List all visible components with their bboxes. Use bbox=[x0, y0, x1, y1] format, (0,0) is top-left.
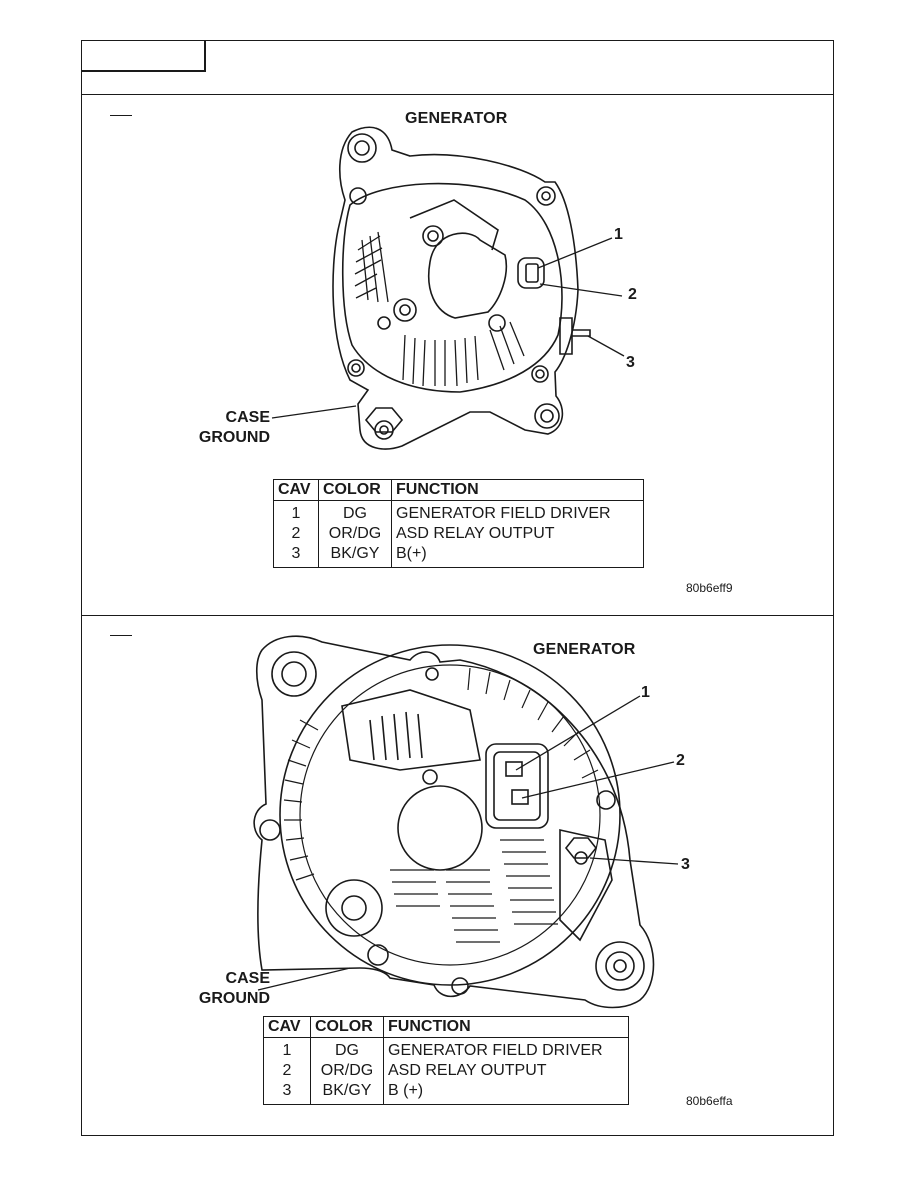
header-divider bbox=[81, 94, 834, 95]
header-color: COLOR bbox=[310, 1016, 384, 1038]
cell-function: B (+) bbox=[383, 1081, 629, 1105]
case-ground-label: CASE GROUND bbox=[184, 969, 270, 1009]
case-ground-label: CASE GROUND bbox=[196, 408, 270, 448]
header-tab bbox=[81, 40, 206, 72]
cavity-table: CAV COLOR FUNCTION 1 DG GENERATOR FIELD … bbox=[263, 1016, 629, 1105]
header-cav: CAV bbox=[263, 1016, 311, 1038]
page-frame bbox=[81, 40, 834, 1136]
cavity-table: CAV COLOR FUNCTION 1 DG GENERATOR FIELD … bbox=[273, 479, 644, 568]
ground-label: GROUND bbox=[198, 990, 270, 1007]
table-row: 3 BK/GY B(+) bbox=[273, 544, 644, 568]
cell-function: GENERATOR FIELD DRIVER bbox=[391, 500, 644, 524]
table-row: 3 BK/GY B (+) bbox=[263, 1081, 629, 1105]
callout-3: 3 bbox=[681, 856, 690, 873]
cell-function: GENERATOR FIELD DRIVER bbox=[383, 1037, 629, 1061]
cell-cav: 1 bbox=[263, 1037, 311, 1061]
case-label: CASE bbox=[225, 970, 270, 987]
panel-2-title: GENERATOR bbox=[533, 641, 636, 658]
table-header-row: CAV COLOR FUNCTION bbox=[273, 479, 644, 501]
panel-1-title: GENERATOR bbox=[405, 110, 508, 127]
cell-color: OR/DG bbox=[318, 524, 392, 544]
header-function: FUNCTION bbox=[391, 479, 644, 501]
cell-function: ASD RELAY OUTPUT bbox=[391, 524, 644, 544]
cell-cav: 2 bbox=[263, 1061, 311, 1081]
cell-function: B(+) bbox=[391, 544, 644, 568]
header-cav: CAV bbox=[273, 479, 319, 501]
table-row: 1 DG GENERATOR FIELD DRIVER bbox=[263, 1037, 629, 1061]
cell-color: BK/GY bbox=[318, 544, 392, 568]
case-label: CASE bbox=[225, 409, 270, 426]
callout-2: 2 bbox=[628, 286, 637, 303]
table-header-row: CAV COLOR FUNCTION bbox=[263, 1016, 629, 1038]
cell-color: DG bbox=[310, 1037, 384, 1061]
cell-color: BK/GY bbox=[310, 1081, 384, 1105]
table-row: 1 DG GENERATOR FIELD DRIVER bbox=[273, 500, 644, 524]
cell-function: ASD RELAY OUTPUT bbox=[383, 1061, 629, 1081]
panel-1-marker bbox=[110, 115, 132, 116]
cell-cav: 3 bbox=[263, 1081, 311, 1105]
ground-label: GROUND bbox=[198, 429, 270, 446]
callout-2: 2 bbox=[676, 752, 685, 769]
panel-2-marker bbox=[110, 635, 132, 636]
table-row: 2 OR/DG ASD RELAY OUTPUT bbox=[263, 1061, 629, 1081]
panel-divider bbox=[81, 615, 834, 616]
callout-3: 3 bbox=[626, 354, 635, 371]
figure-id: 80b6effa bbox=[686, 1094, 733, 1108]
figure-id: 80b6eff9 bbox=[686, 581, 733, 595]
cell-color: DG bbox=[318, 500, 392, 524]
header-color: COLOR bbox=[318, 479, 392, 501]
table-row: 2 OR/DG ASD RELAY OUTPUT bbox=[273, 524, 644, 544]
header-function: FUNCTION bbox=[383, 1016, 629, 1038]
callout-1: 1 bbox=[614, 226, 623, 243]
cell-color: OR/DG bbox=[310, 1061, 384, 1081]
callout-1: 1 bbox=[641, 684, 650, 701]
